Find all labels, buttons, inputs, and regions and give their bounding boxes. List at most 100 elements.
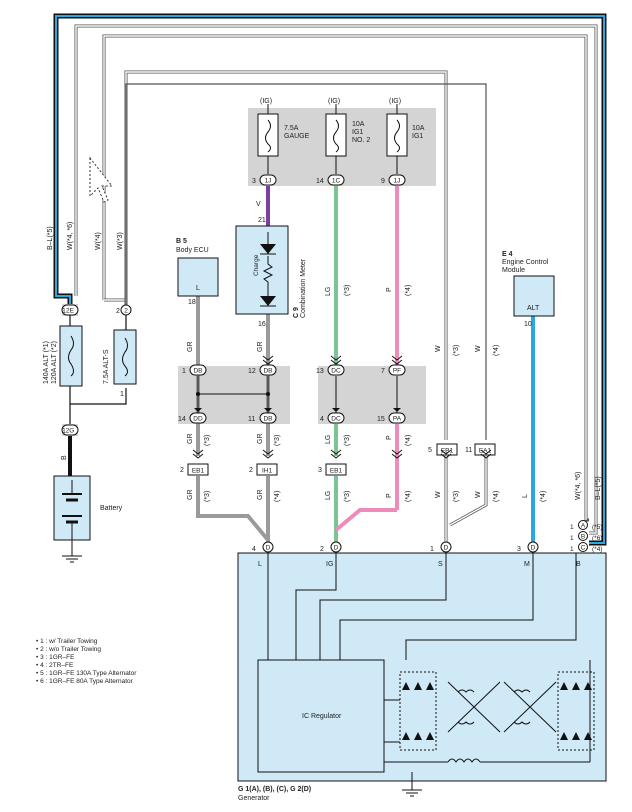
connector-dc-4: DC: [327, 412, 345, 424]
meter-pin-bot: 16: [258, 321, 266, 328]
svg-text:PF: PF: [393, 368, 401, 375]
ig1-name: IG1: [412, 133, 423, 140]
fuse-gauge: [257, 113, 279, 157]
wire-gr-3: GR: [187, 434, 194, 445]
pin-alts-2: 2: [116, 308, 120, 315]
wire-bl-right: B–L(*5): [595, 476, 602, 500]
pin-14dd: 14: [178, 416, 186, 423]
chevron-icon: [330, 355, 342, 365]
body-ecu-box: [177, 257, 219, 297]
stator-coils: [447, 681, 557, 733]
meter-charge: Charge: [253, 254, 260, 276]
wire-p-2: P: [386, 435, 393, 440]
ecm-box: [513, 275, 555, 317]
connector-pf-7: PF: [388, 364, 406, 376]
wire-w-4-6-left: W(*4, *6): [67, 222, 74, 250]
pin-15pa: 15: [377, 416, 385, 423]
chevron-icon: [262, 449, 274, 459]
connector-1c: 1C: [327, 174, 345, 186]
ig1no2-num: NO. 2: [352, 137, 370, 144]
wire-w-1: W: [435, 345, 442, 352]
svg-text:PA: PA: [393, 416, 402, 423]
body-ecu-num: 18: [188, 299, 196, 306]
legend-item: • 3 : 1GR–FE: [36, 654, 75, 661]
wire-w-4-note: (*4): [493, 491, 500, 502]
pin-9: 9: [381, 178, 385, 185]
ig1no2-name: IG1: [352, 129, 363, 136]
connector-ih1: IH1: [256, 463, 278, 476]
svg-text:C: C: [581, 545, 586, 552]
connector-1j-gauge: 1J: [259, 174, 277, 186]
svg-text:D: D: [334, 545, 339, 552]
connector-dd-14: DD: [189, 412, 207, 424]
wire-p-3: P: [386, 493, 393, 498]
chevron-icon: [391, 449, 403, 459]
pin-alts-1: 1: [120, 391, 124, 398]
wire-w-4-left: W(*4): [95, 232, 102, 250]
chevron-icon: [440, 449, 452, 459]
gen-connector-ig: D: [330, 541, 342, 553]
svg-text:IH1: IH1: [262, 468, 273, 475]
connector-ea1: EA1: [474, 443, 496, 456]
gen-b-note: (*6): [592, 535, 602, 542]
wire-lg-2: LG: [325, 435, 332, 444]
wire-w-1-note: (*3): [453, 345, 460, 356]
regulator-label: IC Regulator: [302, 713, 342, 720]
gen-connector-c: C: [578, 542, 588, 552]
gen-pin-ig: IG: [326, 561, 333, 568]
svg-text:EA1: EA1: [479, 448, 492, 455]
wire-l-note: (*4): [540, 491, 547, 502]
ig1-amp: 10A: [412, 125, 425, 132]
fuse-alt-s: [113, 329, 137, 385]
gen-pin-l: L: [258, 561, 262, 568]
wire-gr-4: GR: [257, 434, 264, 445]
svg-text:EB1: EB1: [330, 468, 343, 475]
ecm-code: E 4: [502, 251, 513, 258]
pin-2eb1: 2: [180, 467, 184, 474]
battery-label: Battery: [100, 505, 123, 512]
pin-1db: 1: [182, 368, 186, 375]
fuse-alt-s-label: 7.5A ALT-S: [103, 349, 110, 384]
pin-13dc: 13: [316, 368, 324, 375]
wire-p-3-note: (*4): [405, 491, 412, 502]
wire-gr-3-note: (*3): [204, 435, 211, 446]
svg-text:2E: 2E: [66, 308, 75, 315]
fuse-alt-main-label: 140A ALT (*1): [43, 341, 50, 384]
wire-lg-top: LG: [325, 287, 332, 296]
legend-item: • 2 : w/o Trailer Towing: [36, 646, 101, 653]
diode-icon: [260, 296, 276, 306]
meter-name: Combination Meter: [300, 258, 307, 318]
connector-eb1-gr: EB1: [187, 463, 209, 476]
wire-lg-2-note: (*3): [344, 435, 351, 446]
gen-ig-num: 2: [320, 546, 324, 553]
charge-lamp-icon: [260, 244, 276, 254]
wire-w-4: W: [475, 491, 482, 498]
ecm-line2: Module: [502, 267, 525, 274]
fuse-alt-main: [59, 325, 83, 387]
wire-w-2-note: (*4): [493, 345, 500, 356]
pin-2ih1: 2: [249, 467, 253, 474]
field-coil-icon: [447, 758, 481, 763]
pin-7pf: 7: [381, 368, 385, 375]
wire-p-4-top: (*4): [405, 285, 412, 296]
svg-text:D: D: [266, 545, 271, 552]
wire-gr-5: GR: [187, 490, 194, 501]
generator-code: G 1(A), (B), (C), G 2(D): [238, 786, 311, 793]
wire-gr-6-note: (*4): [274, 491, 281, 502]
svg-text:EB1: EB1: [192, 468, 205, 475]
wire-w-3: W: [435, 491, 442, 498]
legend-item: • 5 : 1GR–FE 130A Type Alternator: [36, 670, 137, 677]
gen-connector-a: A: [578, 520, 588, 530]
rectifier-diodes-left: [399, 671, 437, 751]
pin-2e: 1: [62, 308, 66, 315]
body-ecu-pin: L: [196, 285, 200, 292]
svg-text:DC: DC: [331, 368, 341, 375]
wire-gr-2: GR: [257, 342, 264, 353]
cursor-icon: [89, 156, 114, 203]
svg-text:DB: DB: [193, 368, 202, 375]
legend: • 1 : w/ Trailer Towing• 2 : w/o Trailer…: [36, 638, 137, 685]
connector-alt-s: 2: [120, 304, 132, 316]
gen-s-num: 1: [430, 546, 434, 553]
ig1no2-ig: (IG): [328, 98, 340, 105]
